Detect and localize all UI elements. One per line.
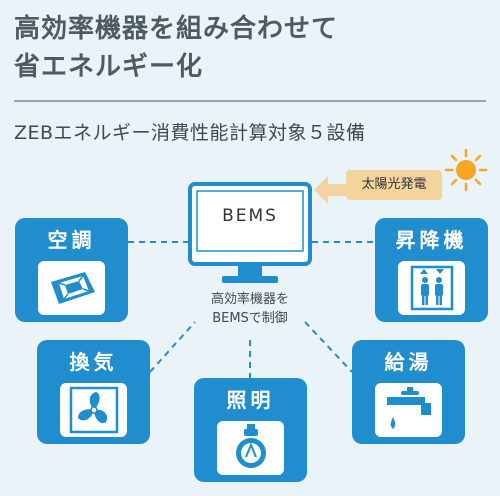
card-lighting: 照明 (194, 378, 307, 482)
ventilation-label: 換気 (69, 350, 118, 374)
card-ventilation: 換気 (37, 340, 150, 444)
subtitle: ZEBエネルギー消費性能計算対象５設備 (14, 122, 366, 144)
bems-caption-line-1: 高効率機器を (210, 292, 289, 307)
card-air-conditioning: 空調 (15, 218, 128, 322)
ceiling-cassette-ac-icon (50, 272, 95, 304)
lighting-icon-box (217, 421, 284, 475)
faucet-icon (386, 387, 431, 429)
light-bulb-icon (235, 424, 266, 468)
lighting-label: 照明 (226, 388, 275, 412)
card-hot-water: 給湯 (352, 340, 465, 444)
ventilation-icon-box (60, 383, 127, 437)
hot-water-label: 給湯 (384, 350, 433, 374)
fan-icon (69, 386, 118, 434)
bems-caption: 高効率機器を BEMSで制御 (190, 290, 310, 328)
elevator-icon (410, 265, 453, 311)
card-elevator: 昇降機 (375, 218, 488, 322)
page-title: 高効率機器を組み合わせて 省エネルギー化 (14, 10, 494, 86)
bems-caption-line-2: BEMSで制御 (212, 311, 288, 326)
solar-power-label: 太陽光発電 (346, 170, 442, 200)
title-line-2: 省エネルギー化 (14, 52, 204, 82)
connector-ventilation (149, 321, 196, 373)
title-line-1: 高効率機器を組み合わせて (14, 14, 339, 44)
hot-water-icon-box (375, 383, 442, 437)
bems-monitor: BEMS (188, 182, 312, 294)
elevator-label: 昇降機 (395, 228, 468, 252)
connector-hot-water (304, 321, 353, 373)
solar-arrow-icon (314, 176, 350, 204)
elevator-icon-box (398, 261, 465, 315)
monitor-label: BEMS (222, 206, 278, 226)
air-conditioning-icon-box (38, 261, 105, 315)
title-divider (14, 100, 486, 102)
air-conditioning-label: 空調 (47, 228, 96, 252)
sun-icon (444, 148, 488, 192)
monitor-icon (188, 182, 312, 283)
